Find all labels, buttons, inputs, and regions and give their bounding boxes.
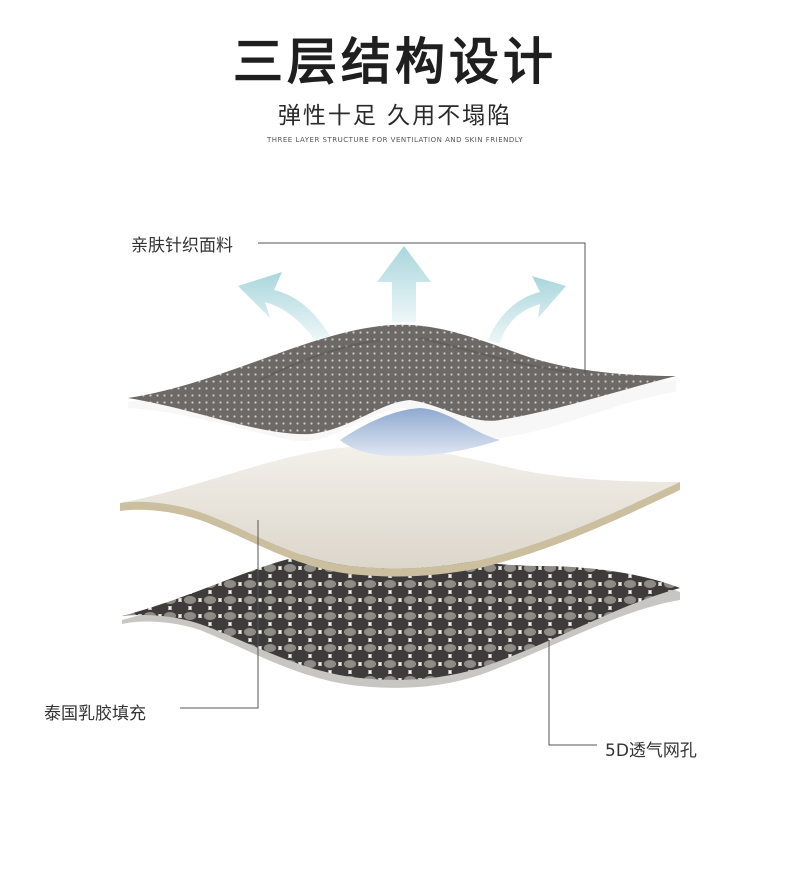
knit-fabric-layer-icon xyxy=(128,325,676,457)
airflow-arrow-left-icon xyxy=(238,272,330,340)
latex-layer-icon xyxy=(120,446,680,576)
leader-line-bot xyxy=(549,640,597,745)
layer-label-mesh: 5D透气网孔 xyxy=(605,736,697,761)
airflow-arrow-up-icon xyxy=(377,246,431,322)
airflow-arrow-right-icon xyxy=(488,276,566,344)
layer-label-latex: 泰国乳胶填充 xyxy=(44,699,146,724)
layer-label-fabric: 亲肤针织面料 xyxy=(131,231,233,256)
